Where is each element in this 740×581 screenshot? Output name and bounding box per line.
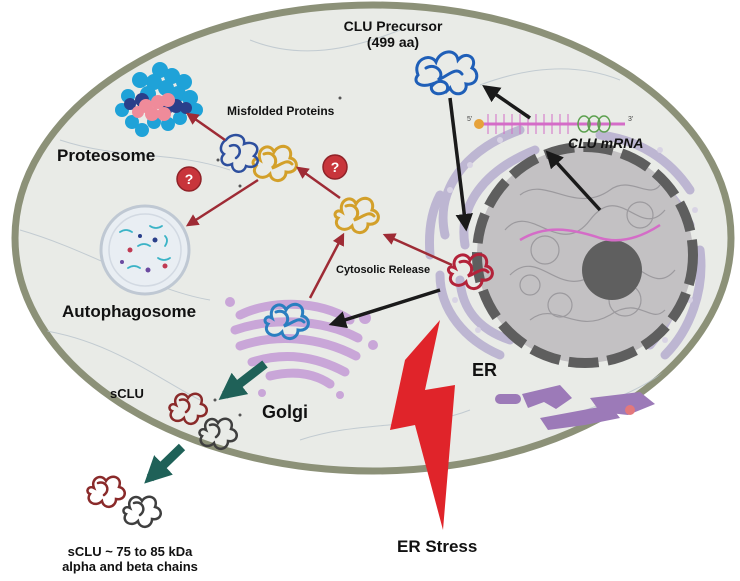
nucleolus [582, 240, 642, 300]
secreted-sclu-red-protein [86, 475, 126, 508]
arrow-er-to-golgi [328, 288, 441, 329]
sclu-size-line1: sCLU ~ 75 to 85 kDa [67, 544, 193, 559]
arrow-misfolded-to-proteasome [185, 112, 226, 142]
arrow-cytosol-to-misfolded [295, 166, 341, 200]
arrow-precursor-to-er [448, 97, 473, 232]
mitochondria [495, 385, 655, 430]
lysosome-dot [625, 405, 635, 415]
misfolded-proteins-label: Misfolded Proteins [227, 104, 335, 118]
mrna-transcript-in-nucleus [519, 223, 661, 242]
arrow-sclu-to-secretion [144, 443, 186, 484]
er-label: ER [472, 360, 498, 380]
golgi-vesicles [225, 297, 378, 399]
question-badge-proteasome: ? [176, 166, 202, 192]
mrna-5prime-cap [474, 119, 484, 129]
maroon-pathway-arrows [185, 112, 453, 299]
clu-mrna-label: CLU mRNA [568, 135, 644, 151]
nucleus [472, 142, 698, 368]
er-stress-label: ER Stress [397, 537, 478, 556]
er-stress-lightning-icon [390, 320, 455, 530]
er-clu-protein [446, 252, 494, 290]
sclu-gray-protein [198, 417, 238, 450]
golgi-label: Golgi [262, 402, 308, 422]
question-mark: ? [331, 159, 340, 175]
arrow-misfolded-to-autophagosome [185, 178, 259, 227]
clu-precursor-label: CLU Precursor (499 aa) [338, 18, 448, 50]
clu-precursor-title: CLU Precursor [343, 18, 443, 34]
golgi-clu-protein [263, 302, 310, 340]
sclu-size-label: sCLU ~ 75 to 85 kDa alpha and beta chain… [40, 544, 220, 574]
sclu-size-line2: alpha and beta chains [62, 559, 198, 574]
proteosome-label: Proteosome [57, 146, 156, 165]
sclu-label: sCLU [110, 386, 144, 401]
autophagosome-label: Autophagosome [62, 302, 197, 321]
mrna-3prime-label: 3' [628, 116, 633, 123]
mrna-5prime-label: 5' [467, 116, 472, 123]
arrow-er-to-cytosol [382, 233, 453, 267]
black-pathway-arrows [328, 85, 602, 329]
clu-precursor-protein [414, 50, 479, 96]
arrow-golgi-to-sclu [218, 360, 268, 400]
clu-precursor-length: (499 aa) [366, 34, 420, 50]
decorative-dots [213, 96, 342, 417]
question-mark: ? [185, 171, 194, 187]
er-ribosomes [447, 137, 698, 343]
autophagosome [99, 204, 191, 296]
proteasome [115, 62, 203, 137]
secretion-arrows [144, 360, 268, 484]
misfolded-blue-protein [219, 133, 259, 173]
arrow-golgi-to-cytosol [308, 232, 345, 299]
cytosolic-clu-protein [333, 196, 380, 234]
sclu-red-protein [168, 392, 208, 425]
arrow-mrna-to-precursor [482, 85, 531, 120]
clu-mrna: 5' 3' [467, 114, 633, 134]
question-badge-cytosol: ? [322, 154, 348, 180]
cytosolic-release-label: Cytosolic Release [336, 264, 431, 276]
arrow-nucleus-to-mrna [545, 150, 602, 212]
secreted-sclu-gray-protein [122, 495, 162, 528]
